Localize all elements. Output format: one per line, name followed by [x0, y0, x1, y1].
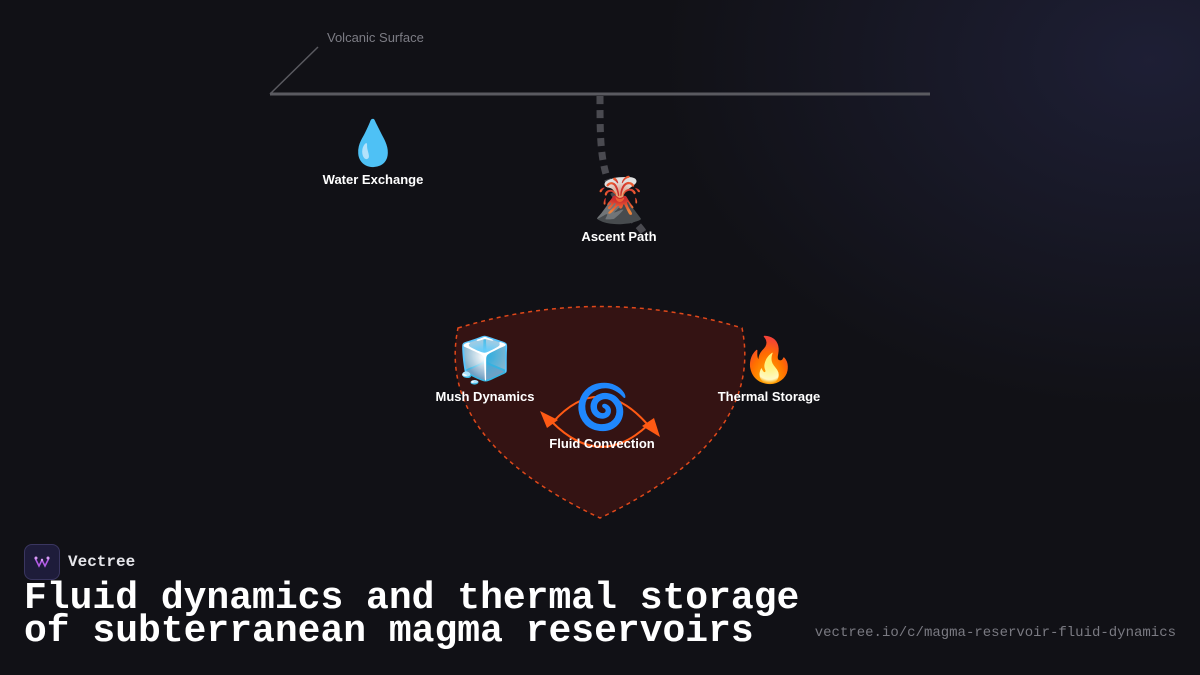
node-ascent-path: 🌋 Ascent Path	[581, 175, 656, 244]
brand[interactable]: Vectree	[24, 544, 135, 580]
node-fluid-convection: 🌀 Fluid Convection	[549, 382, 654, 451]
magma-reservoir	[454, 305, 746, 519]
vectree-logo-icon	[24, 544, 60, 580]
node-thermal-storage: 🔥 Thermal Storage	[718, 335, 821, 404]
conduit-path	[596, 95, 649, 237]
node-water-exchange: 💧 Water Exchange	[323, 118, 424, 187]
ice-cube-icon: 🧊	[457, 335, 513, 386]
fire-icon: 🔥	[741, 335, 797, 386]
volcano-icon: 🌋	[591, 175, 647, 226]
water-exchange-label: Water Exchange	[322, 172, 424, 187]
ascent-path-label: Ascent Path	[581, 229, 657, 244]
convection-arrowhead-right	[642, 418, 660, 437]
surface-label: Volcanic Surface	[327, 30, 424, 45]
droplet-icon: 💧	[345, 118, 401, 169]
surface-label-leader	[269, 46, 319, 95]
convection-arrow-upper	[552, 395, 649, 426]
cyclone-icon: 🌀	[574, 382, 630, 433]
convection-arrow-lower	[551, 421, 649, 448]
thermal-storage-label: Thermal Storage	[717, 389, 821, 404]
brand-name: Vectree	[68, 553, 136, 571]
convection-arrowhead-left	[540, 411, 558, 428]
fluid-convection-label: Fluid Convection	[549, 436, 655, 451]
page-url[interactable]: vectree.io/c/magma-reservoir-fluid-dynam…	[814, 625, 1176, 641]
node-mush-dynamics: 🧊 Mush Dynamics	[436, 335, 535, 404]
page-title: Fluid dynamics and thermal storage of su…	[24, 577, 800, 653]
mush-dynamics-label: Mush Dynamics	[435, 389, 535, 404]
